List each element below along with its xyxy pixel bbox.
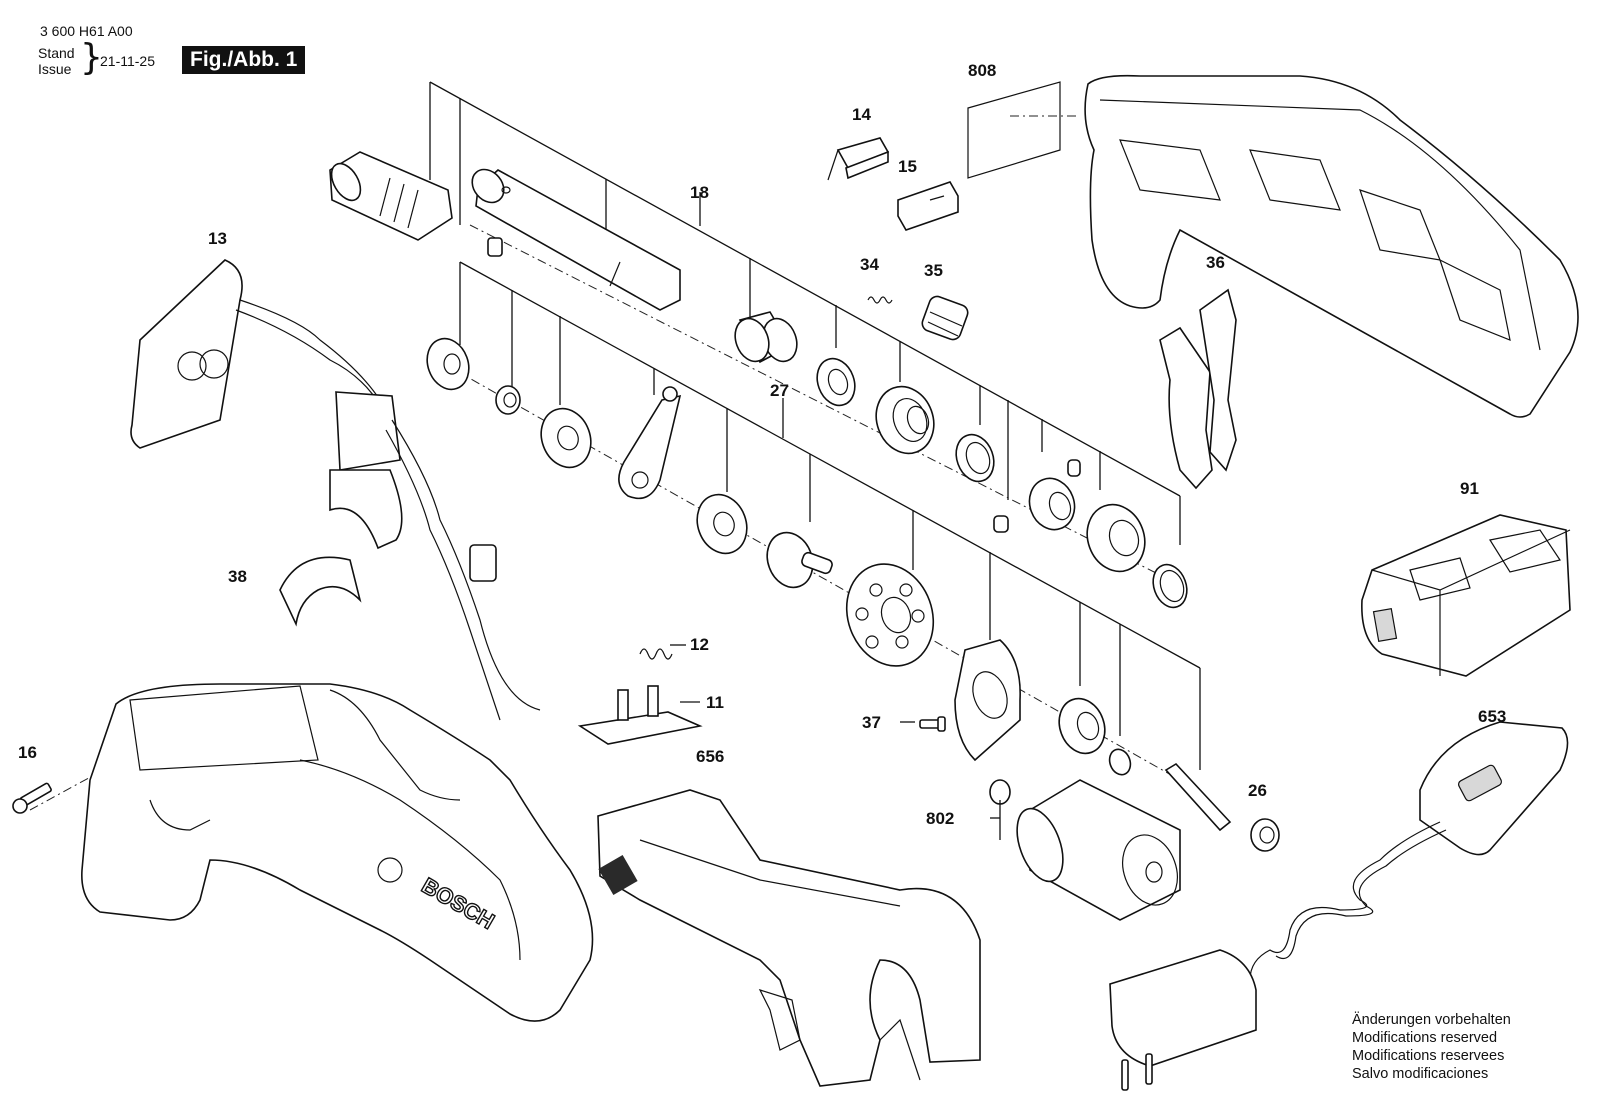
part-label-37: 37 <box>862 713 881 732</box>
notice-line-es: Salvo modificaciones <box>1352 1066 1489 1082</box>
part-guide-bushing <box>1028 477 1076 531</box>
part-pin-small <box>993 459 1081 533</box>
part-label-26: 26 <box>1248 781 1267 800</box>
part-motor-cap <box>426 337 470 391</box>
part-crank-lever <box>618 386 682 500</box>
stand-label: Stand <box>38 45 75 61</box>
part-802-motor <box>989 779 1181 921</box>
part-label-12: 12 <box>690 635 709 654</box>
part-label-808: 808 <box>968 61 996 80</box>
part-label-18: 18 <box>690 183 709 202</box>
assembly-bracket-27 <box>459 261 1201 770</box>
notice-line-de: Änderungen vorbehalten <box>1352 1012 1511 1028</box>
part-label-34: 34 <box>860 255 879 274</box>
part-label-13: 13 <box>208 229 227 248</box>
part-label-91: 91 <box>1460 479 1479 498</box>
part-label-36: 36 <box>1206 253 1225 272</box>
issue-label: Issue <box>38 61 72 77</box>
part-label-38: 38 <box>228 567 247 586</box>
part-label-653: 653 <box>1478 707 1506 726</box>
part-36-clamp-plates <box>1159 288 1237 490</box>
part-38-clip <box>279 556 362 627</box>
part-37-screw <box>919 716 946 732</box>
part-16-screw <box>12 782 52 814</box>
part-ball-bearing-lower <box>1058 697 1106 755</box>
part-91-battery-pack <box>1361 514 1571 677</box>
part-gear-shaft <box>766 531 833 589</box>
part-washer-top <box>816 357 856 407</box>
part-ball-bearing-top <box>875 385 935 455</box>
part-housing-shell-right <box>1084 74 1579 418</box>
part-13-electronics-module <box>130 259 541 721</box>
part-26-roller <box>1250 818 1280 852</box>
part-label-14: 14 <box>852 105 871 124</box>
figure-badge: Fig./Abb. 1 <box>182 46 306 74</box>
issue-date: 21-11-25 <box>100 53 156 69</box>
part-fan-wheel-left <box>540 407 592 469</box>
part-gear-housing-plate <box>954 639 1021 762</box>
part-number: 3 600 H61 A00 <box>40 23 133 39</box>
part-34-spring <box>867 296 893 304</box>
part-label-656: 656 <box>696 747 724 766</box>
part-label-15: 15 <box>898 157 917 176</box>
part-bushing-small <box>495 385 521 415</box>
part-653-charger <box>1109 721 1569 1091</box>
part-11-slider <box>577 685 703 745</box>
part-screw-small <box>487 237 503 257</box>
part-drive-shaft <box>1164 762 1232 832</box>
part-plunger-shaft <box>471 168 681 311</box>
part-label-11: 11 <box>706 693 724 712</box>
part-circlip <box>1108 748 1132 776</box>
part-fan-wheel-mid <box>696 493 748 555</box>
part-label-802: 802 <box>926 809 954 828</box>
brace-glyph: } <box>80 37 103 78</box>
part-ring-top <box>955 433 995 483</box>
notice-line-fr: Modifications reservees <box>1352 1048 1505 1064</box>
leader-lines <box>670 192 1001 840</box>
part-15-cover <box>897 181 959 231</box>
part-14-slider <box>827 137 890 181</box>
notice-line-en: Modifications reserved <box>1352 1030 1498 1046</box>
part-cam-sleeve <box>329 151 453 241</box>
part-35-button <box>921 295 969 341</box>
part-808-label-plate <box>967 81 1061 179</box>
part-12-spring <box>639 648 673 660</box>
part-bearing-right <box>1086 503 1146 573</box>
part-handle-housing-left: BOSCH <box>81 683 594 1022</box>
part-bearing-sleeve <box>734 311 798 364</box>
part-label-27: 27 <box>770 381 789 400</box>
part-label-35: 35 <box>924 261 943 280</box>
part-label-16: 16 <box>18 743 37 762</box>
part-656-guide-frame <box>597 789 981 1087</box>
part-o-ring-right <box>1152 563 1188 609</box>
part-large-gear <box>845 563 935 667</box>
assembly-bracket-18 <box>429 81 1181 545</box>
